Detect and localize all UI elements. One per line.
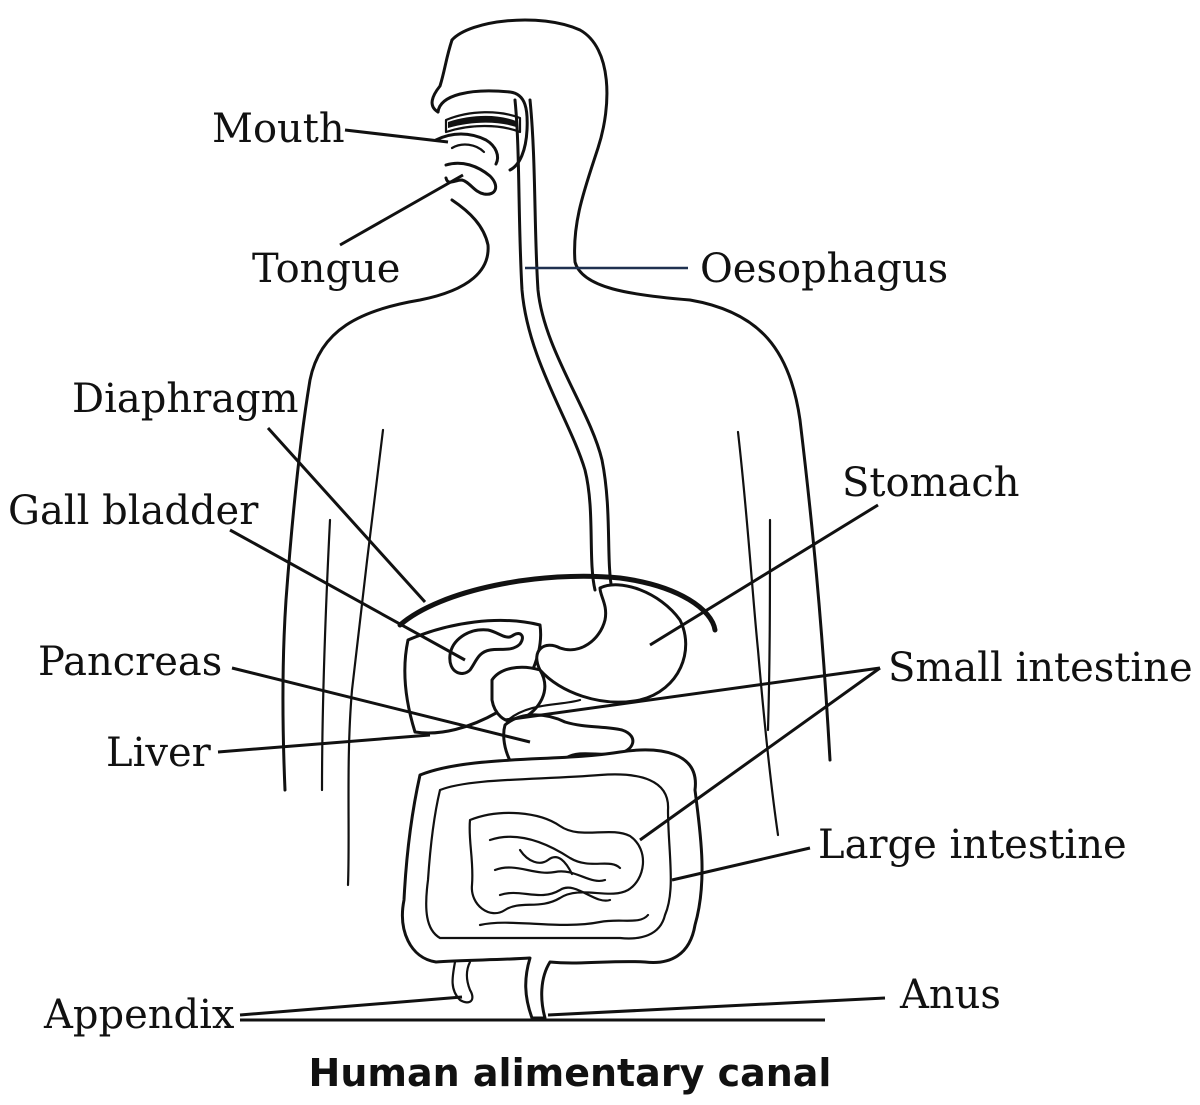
diaphragm-curve bbox=[397, 573, 718, 633]
gall-bladder-label: Gall bladder bbox=[8, 488, 259, 534]
mouth-cavity bbox=[434, 89, 529, 196]
large-intestine-leader bbox=[671, 846, 811, 882]
appendix-label: Appendix bbox=[43, 992, 235, 1038]
body-outline bbox=[281, 18, 832, 887]
labels: Mouth Tongue Oesophagus Diaphragm Gall b… bbox=[8, 106, 1193, 1095]
tongue-leader bbox=[339, 173, 464, 247]
mouth-leader bbox=[344, 128, 449, 144]
diaphragm-leader bbox=[266, 426, 427, 604]
pancreas-leader bbox=[231, 666, 531, 744]
diaphragm-label: Diaphragm bbox=[72, 376, 299, 422]
gall-bladder-leader bbox=[229, 528, 466, 662]
gall-bladder-organ bbox=[448, 628, 524, 675]
small-intestine-label: Small intestine bbox=[888, 645, 1193, 691]
stomach-organ bbox=[535, 583, 688, 704]
anus-label: Anus bbox=[899, 972, 1001, 1018]
stomach-leader bbox=[649, 503, 879, 647]
anus-leader bbox=[547, 996, 886, 1017]
liver-leader bbox=[217, 733, 431, 754]
oesophagus-label: Oesophagus bbox=[700, 246, 948, 292]
small-intestine-leader-b bbox=[639, 666, 881, 842]
small-intestine-organ bbox=[468, 698, 650, 927]
pancreas-label: Pancreas bbox=[38, 639, 222, 685]
diagram-caption: Human alimentary canal bbox=[309, 1051, 832, 1095]
oesophagus-tube bbox=[513, 98, 614, 592]
leader-lines bbox=[217, 128, 886, 1022]
mouth-label: Mouth bbox=[212, 106, 345, 152]
stomach-label: Stomach bbox=[842, 460, 1020, 506]
small-intestine-leader-a bbox=[504, 666, 881, 722]
tongue-label: Tongue bbox=[252, 246, 400, 292]
large-intestine-organ bbox=[401, 748, 704, 1020]
large-intestine-label: Large intestine bbox=[818, 822, 1127, 868]
liver-label: Liver bbox=[106, 730, 212, 776]
appendix-leader bbox=[239, 995, 463, 1017]
